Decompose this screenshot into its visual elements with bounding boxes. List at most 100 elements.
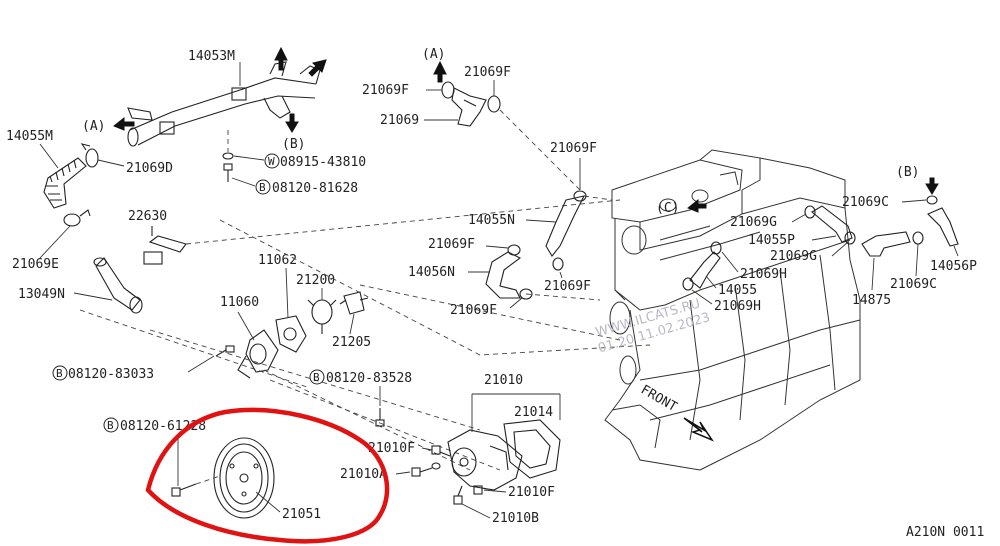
label-21069F-4: 21069F — [428, 237, 475, 252]
gasket-21014 — [503, 419, 561, 479]
label-21069G-1: 21069G — [730, 215, 777, 230]
label-21069C-1: 21069C — [842, 195, 889, 210]
water-pump-21010 — [447, 429, 523, 491]
ref-label-b-left: (B) — [282, 137, 305, 152]
bolt-symbol-1: B — [255, 179, 271, 195]
bolt-21010B — [453, 485, 463, 505]
thermostat-housing-11060 — [237, 329, 279, 379]
watermark: WWW.ILCATS.RU 01.20 11.02.2023 — [594, 296, 712, 356]
sensor-22630 — [143, 226, 187, 265]
label-22630: 22630 — [128, 209, 167, 224]
label-21200: 21200 — [296, 273, 335, 288]
clamp-21069C-top — [926, 195, 938, 205]
arrow-down-icon — [285, 113, 299, 133]
clamp-21069E — [63, 209, 91, 227]
bolt-21010A — [411, 462, 441, 477]
label-14056N: 14056N — [408, 265, 455, 280]
bolt-symbol-3: B — [309, 369, 325, 385]
label-21010B: 21010B — [492, 511, 539, 526]
pipe-13049N — [93, 257, 143, 314]
label-21051: 21051 — [282, 507, 321, 522]
ref-label-b-right: (B) — [896, 165, 919, 180]
label-13049N: 13049N — [18, 287, 65, 302]
clamp-21069F-center — [552, 257, 564, 271]
highlight-outline — [145, 407, 390, 544]
label-14055P: 14055P — [748, 233, 795, 248]
label-21010F-lower: 21010F — [508, 485, 555, 500]
label-08120-83033: 08120-83033 — [68, 367, 154, 382]
label-14055: 14055 — [718, 283, 757, 298]
gasket-11062 — [275, 315, 307, 353]
label-21010: 21010 — [484, 373, 523, 388]
label-11062: 11062 — [258, 253, 297, 268]
label-14055N: 14055N — [468, 213, 515, 228]
ref-label-c: (C) — [656, 201, 679, 216]
ref-label-a-left: (A) — [82, 119, 105, 134]
bolt-08120-83033 — [215, 345, 235, 357]
clamp-21069G-b — [844, 231, 856, 245]
diagram-code: A210N 0011 — [906, 525, 984, 540]
hose-21069 — [451, 87, 487, 127]
pipe-14875 — [861, 231, 911, 257]
label-14053M: 14053M — [188, 49, 235, 64]
label-08120-81628: 08120-81628 — [272, 181, 358, 196]
arrow-left-icon-2 — [687, 198, 707, 213]
label-21069F-5: 21069F — [450, 303, 497, 318]
arrow-up-right-icon — [308, 59, 327, 77]
hose-14055P — [811, 205, 853, 243]
bolt-symbol-4: B — [103, 417, 119, 433]
label-21069H-1: 21069H — [740, 267, 787, 282]
label-08120-83528: 08120-83528 — [326, 371, 412, 386]
bolt-08120-61228 — [171, 483, 197, 497]
clamp-21069G-a — [804, 205, 816, 219]
label-21069: 21069 — [380, 113, 419, 128]
hose-14056N — [485, 251, 522, 299]
label-21069H-2: 21069H — [714, 299, 761, 314]
pipe-14053M — [127, 61, 321, 147]
label-21069F-3: 21069F — [550, 141, 597, 156]
front-arrow-icon — [683, 417, 715, 442]
label-21010F-upper: 21010F — [368, 441, 415, 456]
hose-14055M — [43, 157, 87, 209]
label-21014: 21014 — [514, 405, 553, 420]
label-21205: 21205 — [332, 335, 371, 350]
washer-08915 — [222, 152, 234, 160]
nut-21010F-lower — [473, 485, 483, 495]
pulley-21051 — [213, 437, 275, 519]
bolt-symbol-3-text: B — [313, 371, 320, 384]
clamp-21069F-top-right — [487, 95, 501, 113]
bolt-08120-81628 — [223, 163, 233, 182]
label-08915-43810: 08915-43810 — [280, 155, 366, 170]
washer-symbol: W — [264, 153, 280, 169]
bolt-symbol-1-text: B — [259, 181, 266, 194]
label-21069E: 21069E — [12, 257, 59, 272]
bolt-symbol-4-text: B — [107, 419, 114, 432]
clamp-21069H-b — [682, 277, 694, 291]
arrow-up-icon — [274, 46, 288, 71]
bolt-symbol-2-text: B — [56, 367, 63, 380]
label-21069D: 21069D — [126, 161, 173, 176]
hose-14055 — [689, 251, 721, 289]
clamp-21069H-a — [710, 241, 722, 255]
label-14056P: 14056P — [930, 259, 977, 274]
label-21069C-2: 21069C — [890, 277, 937, 292]
label-11060: 11060 — [220, 295, 259, 310]
engine-block — [604, 149, 861, 471]
ref-label-a-top: (A) — [422, 47, 445, 62]
clamp-21069D — [80, 143, 99, 168]
stud-21010F-upper — [431, 445, 451, 457]
front-label: FRONT — [638, 382, 680, 415]
hose-14056P — [927, 207, 959, 247]
arrow-up-icon-2 — [433, 60, 447, 83]
thermostat-21200 — [307, 299, 337, 334]
washer-symbol-text: W — [268, 155, 275, 168]
clamp-21069C-bottom — [912, 231, 924, 245]
label-21069F-2: 21069F — [464, 65, 511, 80]
bolt-symbol-2: B — [52, 365, 68, 381]
label-14055M: 14055M — [6, 129, 53, 144]
label-21069F-1: 21069F — [362, 83, 409, 98]
label-14875: 14875 — [852, 293, 891, 308]
clamp-21069F-lower — [519, 288, 533, 300]
label-21069F-6: 21069F — [544, 279, 591, 294]
